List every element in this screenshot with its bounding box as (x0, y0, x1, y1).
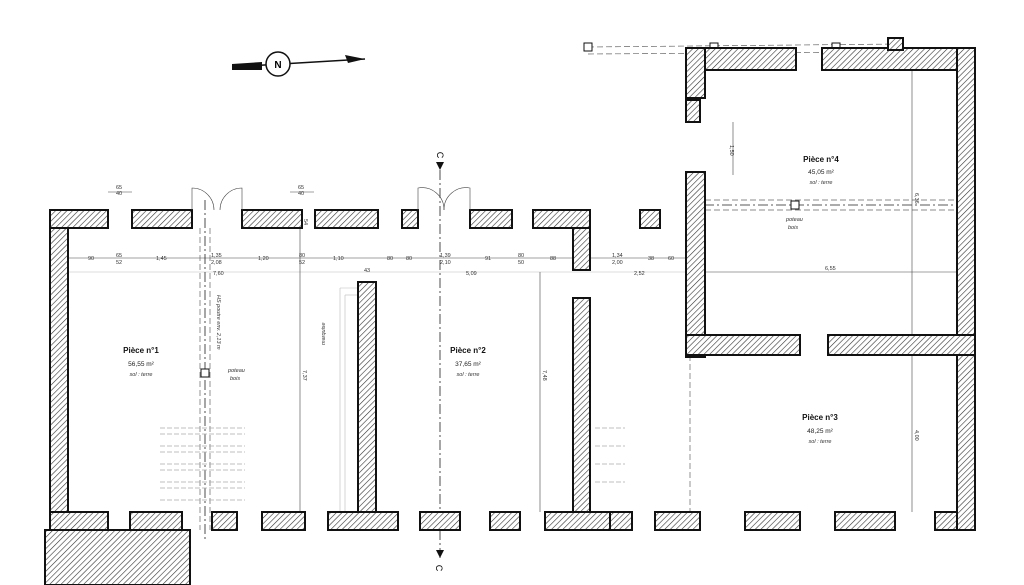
room-title: Pièce n°4 (803, 155, 839, 164)
dim-label: 52 (299, 260, 305, 266)
dim-label: 80 (299, 253, 305, 259)
dim-label: 2,08 (211, 260, 222, 266)
dim-label: 88 (550, 256, 556, 262)
window-dimensions: 65 40 65 40 (108, 185, 314, 197)
dim-label: 38 (648, 256, 654, 262)
post-note: bois (788, 225, 798, 231)
room-floor: sol : terre (130, 372, 153, 378)
room-title: Pièce n°3 (802, 413, 838, 422)
marquise-note: marquise (321, 322, 327, 345)
dim-label: 7,60 (213, 271, 224, 277)
section-marker-top: C (435, 152, 445, 170)
room-area: 56,55 m² (128, 361, 154, 368)
dim-label: 80 (406, 256, 412, 262)
room-area: 48,25 m² (807, 428, 833, 435)
dim-label: 60 (668, 256, 674, 262)
dim-label: 1,34 (612, 253, 623, 259)
dim-label: 1,50 (728, 145, 734, 156)
room-2-label: Pièce n°2 37,65 m² sol : terre (450, 346, 486, 378)
post-note: poteau (227, 368, 245, 374)
dimension-row-2: 7,60 5,09 2,52 6,55 (213, 266, 836, 277)
dim-label: 65 (116, 185, 122, 191)
dim-label: 80 (387, 256, 393, 262)
dim-label: 2,10 (440, 260, 451, 266)
section-label: C (435, 152, 445, 159)
dim-label: 4,00 (913, 430, 919, 441)
post-icon (790, 200, 800, 210)
room-4-label: Pièce n°4 45,05 m² sol : terre (803, 155, 839, 186)
dim-label: 7,37 (301, 370, 307, 381)
dim-label: 80 (518, 253, 524, 259)
dimension-row-1: 90 65 52 1,45 1,35 2,08 1,20 80 52 1,10 … (88, 253, 674, 266)
walls (49, 37, 976, 531)
room-area: 37,65 m² (455, 361, 481, 368)
room-floor: sol : terre (809, 439, 832, 445)
dim-label: 52 (116, 260, 122, 266)
dim-label: 65 (116, 253, 122, 259)
room-3-label: Pièce n°3 48,25 m² sol : terre (802, 413, 838, 445)
dim-label: 91 (485, 256, 491, 262)
post-note: bois (230, 376, 240, 382)
post-icon (200, 368, 210, 378)
dim-label: 40 (116, 191, 122, 197)
section-label: C (434, 565, 444, 572)
room-1-label: Pièce n°1 56,55 m² sol : terre (123, 346, 159, 378)
dim-label: 1,35 (211, 253, 222, 259)
dim-label: 54 (302, 219, 308, 225)
dim-label: 50 (518, 260, 524, 266)
dim-label: 2,00 (612, 260, 623, 266)
dim-label: 43 (364, 268, 370, 274)
dim-label: 40 (298, 191, 304, 197)
dim-label: 1,10 (333, 256, 344, 262)
room-title: Pièce n°2 (450, 346, 486, 355)
dim-label: 90 (88, 256, 94, 262)
dim-label: 7,48 (541, 370, 547, 381)
north-arrow-icon: N (231, 51, 366, 77)
north-label: N (274, 60, 281, 71)
dim-label: 6,36 (913, 193, 919, 204)
construction-lines (50, 70, 975, 560)
dim-label: 2,52 (634, 271, 645, 277)
room-area: 45,05 m² (808, 169, 834, 176)
room-floor: sol : terre (810, 180, 833, 186)
section-marker-bottom: C (434, 550, 444, 572)
dim-label: 1,39 (440, 253, 451, 259)
vertical-dimensions: 7,37 7,48 6,36 4,00 54 1,50 43 (301, 145, 919, 441)
room-title: Pièce n°1 (123, 346, 159, 355)
room-floor: sol : terre (457, 372, 480, 378)
dim-label: 65 (298, 185, 304, 191)
post-note: poteau (785, 217, 803, 223)
doors (191, 187, 471, 211)
terrace-ground (44, 529, 191, 585)
beam-note: HS poutre env. 2,13 m (215, 295, 221, 350)
dim-label: 1,20 (258, 256, 269, 262)
floor-markings (160, 427, 625, 501)
dim-label: 1,45 (156, 256, 167, 262)
dim-label: 6,55 (825, 266, 836, 272)
dim-label: 5,09 (466, 271, 477, 277)
